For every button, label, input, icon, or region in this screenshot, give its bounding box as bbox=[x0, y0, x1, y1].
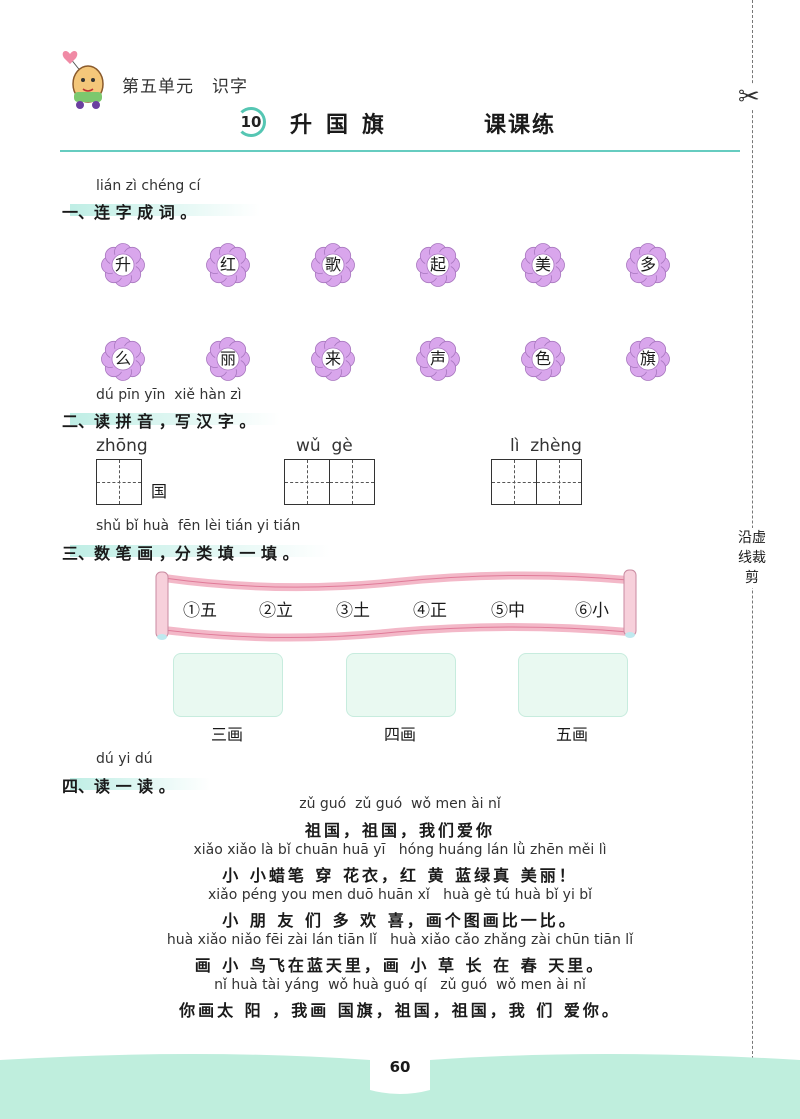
writing-grid[interactable] bbox=[329, 459, 375, 505]
section-2-heading: 二、读 拼 音 ，写 汉 字 。 bbox=[62, 412, 256, 431]
flower-character: 旗 bbox=[639, 349, 656, 368]
category-label: 三画 bbox=[210, 725, 243, 744]
flower-icon[interactable] bbox=[626, 243, 670, 287]
stroke-item: ②立 bbox=[259, 601, 293, 621]
lesson-kind: 课课练 bbox=[484, 112, 557, 138]
writing-grid[interactable] bbox=[536, 459, 582, 505]
poem-pinyin: nǐ huà tài yáng wǒ huà guó qí zǔ guó wǒ … bbox=[214, 977, 586, 993]
poem-line: 你画太 阳 ，我画 国旗，祖国，祖国，我 们 爱你。 bbox=[179, 1001, 621, 1020]
answer-box[interactable] bbox=[518, 653, 628, 717]
section-1-pinyin: lián zì chéng cí bbox=[96, 178, 201, 194]
item-1-pinyin: zhōng bbox=[96, 436, 148, 456]
stroke-item: ①五 bbox=[183, 601, 217, 621]
cut-label: 沿虚线裁剪 bbox=[736, 528, 768, 588]
flower-character: 多 bbox=[639, 255, 656, 274]
poem-line: 小 小蜡笔 穿 花衣，红 黄 蓝绿真 美丽！ bbox=[222, 866, 578, 885]
lesson-number-badge: 10 bbox=[236, 107, 266, 137]
section-1-bar bbox=[70, 204, 260, 216]
section-2-bar bbox=[70, 413, 280, 425]
unit-title: 第五单元 识字 bbox=[122, 77, 248, 97]
lesson-title: 升国旗 bbox=[290, 112, 399, 138]
flower-character: 红 bbox=[219, 255, 236, 274]
flower-character: 声 bbox=[429, 349, 446, 368]
poem-line: 小 朋 友 们 多 欢 喜，画个图画比一比。 bbox=[222, 911, 578, 930]
flower-icon[interactable] bbox=[521, 337, 565, 381]
section-4-heading: 四、读 一 读 。 bbox=[62, 777, 175, 796]
section-1-heading: 一、连 字 成 词 。 bbox=[62, 203, 197, 222]
flower-icon[interactable] bbox=[206, 243, 250, 287]
flower-character: 升 bbox=[114, 255, 131, 274]
flower-character: 色 bbox=[534, 349, 551, 368]
ribbon-scroll bbox=[155, 569, 637, 642]
category-label: 五画 bbox=[555, 725, 588, 744]
poem-pinyin: huà xiǎo niǎo fēi zài lán tiān lǐ huà xi… bbox=[166, 932, 634, 948]
poem-title: 祖国，祖国，我们爱你 bbox=[304, 821, 495, 840]
writing-grid[interactable] bbox=[284, 459, 330, 505]
poem-pinyin: xiǎo péng you men duō huān xǐ huà gè tú … bbox=[207, 887, 593, 903]
flower-icon[interactable] bbox=[206, 337, 250, 381]
stroke-item: ⑥小 bbox=[575, 601, 609, 621]
mascot-icon bbox=[62, 51, 104, 109]
section-2-pinyin: dú pīn yīn xiě hàn zì bbox=[96, 387, 242, 403]
stroke-item: ③土 bbox=[336, 601, 370, 621]
flower-character: 么 bbox=[114, 349, 131, 368]
answer-box[interactable] bbox=[346, 653, 456, 717]
item-2-pinyin: wǔ gè bbox=[296, 436, 353, 456]
item-3-pinyin: lì zhèng bbox=[510, 436, 582, 456]
flower-icon[interactable] bbox=[101, 243, 145, 287]
writing-grid[interactable] bbox=[491, 459, 537, 505]
section-3-heading: 三、数 笔 画 ，分 类 填 一 填 。 bbox=[62, 544, 299, 563]
flower-icon[interactable] bbox=[626, 337, 670, 381]
section-3-bar bbox=[70, 545, 330, 557]
section-3-pinyin: shǔ bǐ huà fēn lèi tián yi tián bbox=[96, 518, 301, 534]
item-1-suffix: 国 bbox=[151, 482, 168, 501]
flower-character: 起 bbox=[429, 255, 446, 274]
section-4-bar bbox=[70, 778, 210, 790]
flower-icon[interactable] bbox=[521, 243, 565, 287]
flower-icon[interactable] bbox=[416, 337, 460, 381]
poem-pinyin: zǔ guó zǔ guó wǒ men ài nǐ bbox=[299, 796, 501, 812]
footer-band bbox=[0, 1054, 800, 1119]
flower-character: 歌 bbox=[324, 255, 341, 274]
scissors-icon: ✂ bbox=[738, 82, 760, 112]
flower-character: 来 bbox=[324, 349, 341, 368]
stroke-item: ⑤中 bbox=[491, 601, 525, 621]
page-number: 60 bbox=[389, 1058, 411, 1076]
flower-character: 丽 bbox=[219, 349, 236, 368]
flower-icon[interactable] bbox=[416, 243, 460, 287]
category-label: 四画 bbox=[383, 725, 416, 744]
poem-pinyin: xiǎo xiǎo là bǐ chuān huā yī hóng huáng … bbox=[193, 842, 607, 858]
flower-icon[interactable] bbox=[311, 243, 355, 287]
flower-icon[interactable] bbox=[101, 337, 145, 381]
flower-character: 美 bbox=[534, 255, 551, 274]
answer-box[interactable] bbox=[173, 653, 283, 717]
writing-grid[interactable] bbox=[96, 459, 142, 505]
stroke-item: ④正 bbox=[413, 601, 447, 621]
section-4-pinyin: dú yi dú bbox=[96, 751, 153, 767]
poem-line: 画 小 鸟飞在蓝天里，画 小 草 长 在 春 天里。 bbox=[194, 956, 606, 975]
flower-icon[interactable] bbox=[311, 337, 355, 381]
header-divider bbox=[60, 150, 740, 152]
